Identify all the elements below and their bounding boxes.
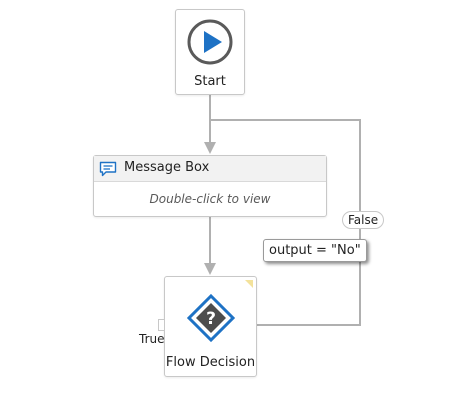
play-circle-icon [186,18,234,66]
message-box-activity[interactable]: Message Box Double-click to view [93,155,327,217]
message-box-header[interactable]: Message Box [94,156,326,182]
message-box-title: Message Box [124,160,210,175]
arrowhead-message [204,142,216,154]
question-diamond-icon: ? [186,293,236,343]
false-branch-label[interactable]: False [342,211,385,229]
start-node[interactable]: Start [175,9,245,95]
decision-corner-marker [245,280,253,288]
arrowhead-decision [204,263,216,275]
flow-decision-node[interactable]: ? Flow Decision [164,276,257,377]
start-label: Start [194,74,226,89]
message-icon [99,161,117,177]
svg-text:?: ? [206,309,216,329]
true-branch-handle[interactable] [158,319,164,331]
true-branch-label: True [139,332,165,346]
message-box-hint: Double-click to view [149,192,271,206]
flow-decision-label: Flow Decision [165,355,256,370]
condition-tooltip: output = "No" [263,239,367,262]
